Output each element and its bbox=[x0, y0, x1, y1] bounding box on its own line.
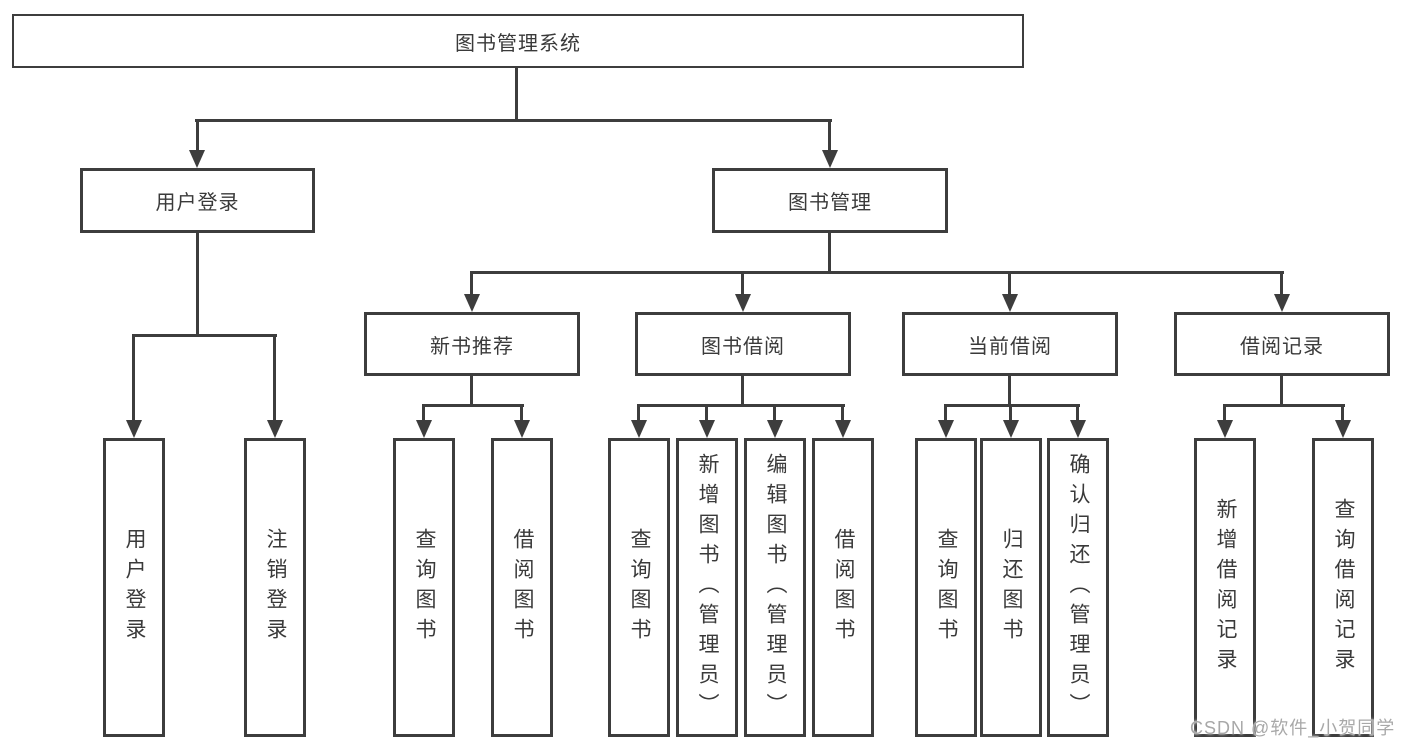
connector bbox=[705, 404, 708, 420]
leaf-query-book: 查询图书 bbox=[608, 438, 670, 737]
node-borrow-record: 借阅记录 bbox=[1174, 312, 1390, 376]
connector bbox=[422, 404, 425, 420]
leaf-add-borrow-record: 新增借阅记录 bbox=[1194, 438, 1256, 737]
connector bbox=[1009, 404, 1012, 420]
connector bbox=[828, 233, 831, 273]
arrowhead-icon bbox=[822, 150, 838, 168]
arrowhead-icon bbox=[735, 294, 751, 312]
arrowhead-icon bbox=[189, 150, 205, 168]
connector bbox=[1223, 404, 1345, 407]
connector bbox=[470, 376, 473, 406]
arrowhead-icon bbox=[416, 420, 432, 438]
arrowhead-icon bbox=[1003, 420, 1019, 438]
arrowhead-icon bbox=[1335, 420, 1351, 438]
connector bbox=[944, 404, 1080, 407]
arrowhead-icon bbox=[514, 420, 530, 438]
leaf-confirm-return-admin: 确认归还（管理员） bbox=[1047, 438, 1109, 737]
connector bbox=[637, 404, 845, 407]
watermark-text: CSDN @软件_小贺同学 bbox=[1190, 718, 1396, 738]
arrowhead-icon bbox=[938, 420, 954, 438]
connector bbox=[1008, 376, 1011, 406]
node-book-management: 图书管理 bbox=[712, 168, 948, 233]
connector bbox=[470, 271, 473, 294]
connector bbox=[196, 119, 199, 150]
leaf-return-book: 归还图书 bbox=[980, 438, 1042, 737]
connector bbox=[637, 404, 640, 420]
connector bbox=[1280, 376, 1283, 406]
leaf-query-book: 查询图书 bbox=[915, 438, 977, 737]
arrowhead-icon bbox=[267, 420, 283, 438]
leaf-add-book-admin: 新增图书（管理员） bbox=[676, 438, 738, 737]
arrowhead-icon bbox=[631, 420, 647, 438]
connector bbox=[515, 68, 518, 120]
arrowhead-icon bbox=[1002, 294, 1018, 312]
connector bbox=[741, 271, 744, 294]
leaf-query-borrow-record: 查询借阅记录 bbox=[1312, 438, 1374, 737]
connector bbox=[196, 233, 199, 336]
leaf-edit-book-admin: 编辑图书（管理员） bbox=[744, 438, 806, 737]
connector bbox=[1341, 404, 1344, 420]
arrowhead-icon bbox=[1274, 294, 1290, 312]
connector bbox=[422, 404, 524, 407]
connector bbox=[520, 404, 523, 420]
arrowhead-icon bbox=[767, 420, 783, 438]
arrowhead-icon bbox=[699, 420, 715, 438]
node-current-borrow: 当前借阅 bbox=[902, 312, 1118, 376]
leaf-borrow-book: 借阅图书 bbox=[812, 438, 874, 737]
node-root-title: 图书管理系统 bbox=[12, 14, 1024, 68]
connector bbox=[944, 404, 947, 420]
connector bbox=[841, 404, 844, 420]
connector bbox=[470, 271, 1284, 274]
connector bbox=[1076, 404, 1079, 420]
arrowhead-icon bbox=[1070, 420, 1086, 438]
leaf-borrow-book: 借阅图书 bbox=[491, 438, 553, 737]
leaf-logout: 注销登录 bbox=[244, 438, 306, 737]
connector bbox=[132, 334, 135, 420]
connector bbox=[1008, 271, 1011, 294]
leaf-user-login: 用户登录 bbox=[103, 438, 165, 737]
connector bbox=[273, 334, 276, 420]
node-new-book-recommend: 新书推荐 bbox=[364, 312, 580, 376]
connector bbox=[132, 334, 277, 337]
node-book-borrow: 图书借阅 bbox=[635, 312, 851, 376]
connector bbox=[1280, 271, 1283, 294]
connector bbox=[773, 404, 776, 420]
connector bbox=[828, 119, 831, 150]
arrowhead-icon bbox=[464, 294, 480, 312]
arrowhead-icon bbox=[126, 420, 142, 438]
arrowhead-icon bbox=[835, 420, 851, 438]
leaf-query-book: 查询图书 bbox=[393, 438, 455, 737]
connector bbox=[741, 376, 744, 406]
connector bbox=[195, 119, 832, 122]
node-user-login: 用户登录 bbox=[80, 168, 315, 233]
arrowhead-icon bbox=[1217, 420, 1233, 438]
connector bbox=[1223, 404, 1226, 420]
